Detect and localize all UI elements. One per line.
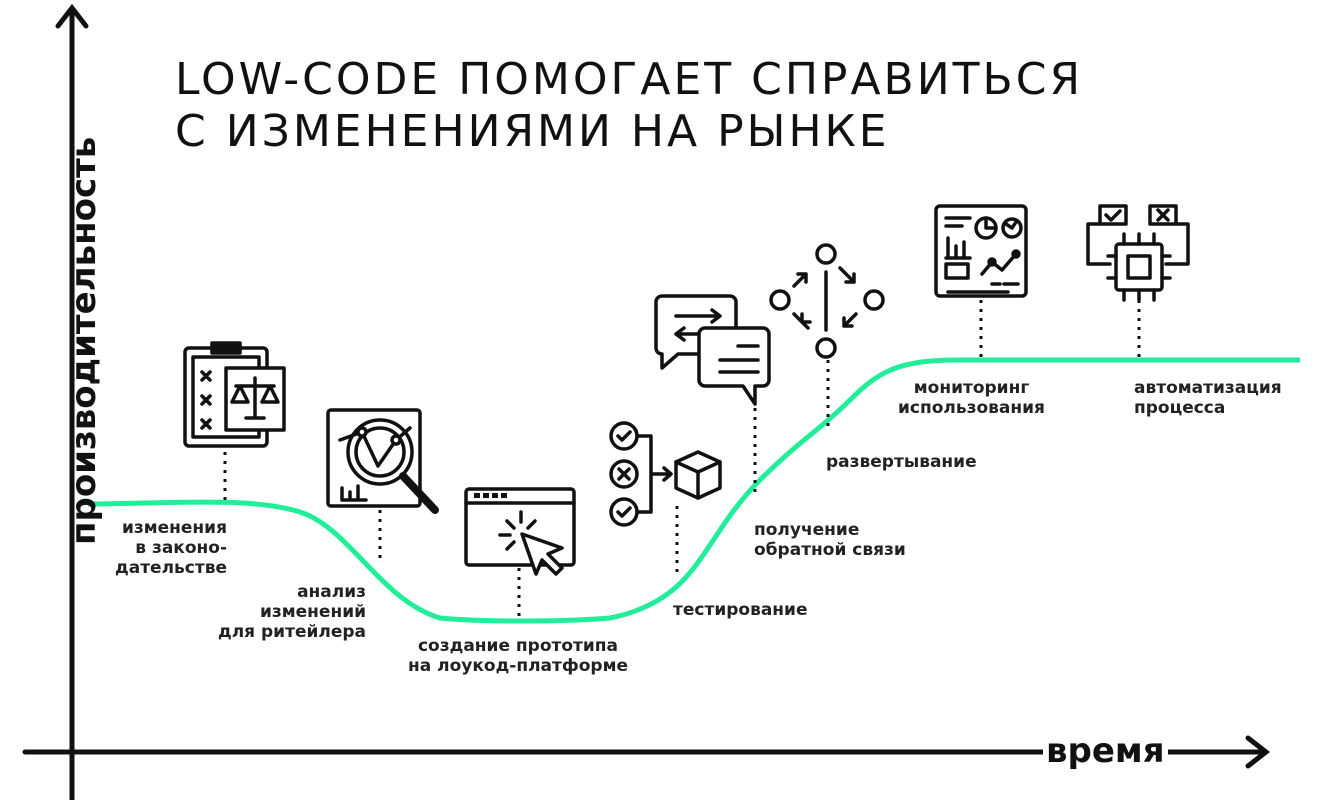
clipboard-scales-icon bbox=[183, 341, 286, 448]
dashboard-icon bbox=[934, 204, 1028, 298]
stage-label-deployment: развертывание bbox=[826, 452, 977, 472]
checklist-box-icon bbox=[609, 421, 722, 527]
chip-checks-icon bbox=[1086, 204, 1190, 302]
x-axis-label: время bbox=[1043, 731, 1168, 771]
magnifier-chart-icon bbox=[326, 408, 439, 514]
network-arrows-icon bbox=[769, 243, 885, 359]
title-line-1: LOW-CODE ПОМОГАЕТ СПРАВИТЬСЯ bbox=[175, 54, 1084, 105]
productivity-curve bbox=[87, 357, 1300, 624]
chat-bubbles-icon bbox=[654, 294, 771, 406]
dotted-connectors bbox=[223, 300, 1141, 618]
stage-label-testing: тестирование bbox=[673, 600, 808, 620]
y-axis-label: производительность bbox=[64, 136, 104, 545]
y-axis bbox=[55, 3, 89, 800]
browser-click-icon bbox=[464, 487, 576, 576]
title-line-2: С ИЗМЕНЕНИЯМИ НА РЫНКЕ bbox=[175, 106, 890, 157]
